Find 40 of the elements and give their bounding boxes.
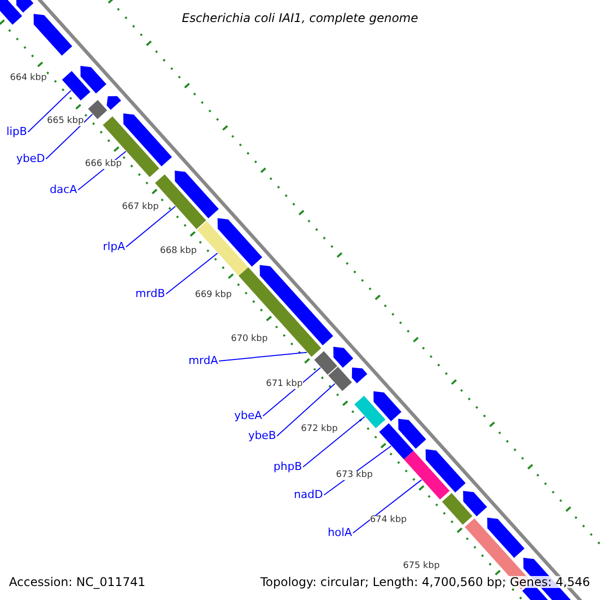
leader-line [352, 479, 422, 534]
position-label: 674 kbp [370, 516, 407, 525]
gene-bar [88, 100, 108, 120]
gene-label: ybeB [248, 430, 276, 441]
leader-line [46, 114, 93, 160]
position-label: 664 kbp [10, 74, 47, 83]
gene-bar [354, 396, 386, 428]
gene-label: holA [328, 527, 352, 538]
gene-label: ybeD [16, 153, 45, 164]
gene-bar [379, 423, 414, 460]
gene-label: mrdB [135, 288, 165, 299]
leader-line [302, 416, 366, 468]
position-label: 672 kbp [301, 425, 338, 434]
position-label: 669 kbp [195, 291, 232, 300]
position-label: 671 kbp [266, 380, 303, 389]
gene-label: ybeA [234, 410, 262, 421]
gene-label: rlpA [102, 241, 125, 252]
position-label: 673 kbp [336, 471, 373, 480]
gene-label: nadD [294, 489, 323, 500]
leader-line [28, 90, 72, 132]
leader-line [262, 367, 322, 416]
position-label: 668 kbp [160, 247, 197, 256]
position-label: 675 kbp [403, 562, 440, 571]
leader-line [218, 352, 308, 362]
gene-label: phpB [274, 461, 302, 472]
accession-text: Accession: NC_011741 [9, 576, 146, 588]
position-label: 667 kbp [122, 203, 159, 212]
gene-label: lipB [6, 126, 27, 137]
position-label: 665 kbp [47, 117, 84, 126]
leader-line [166, 252, 218, 294]
leader-line [276, 383, 336, 436]
gene-bar [314, 351, 338, 375]
position-label: 666 kbp [85, 160, 122, 169]
gene-label: mrdA [188, 355, 218, 366]
gene-label: dacA [50, 184, 77, 195]
leader-line [126, 206, 176, 248]
genome-summary-text: Topology: circular; Length: 4,700,560 bp; Genes: 4,546 [260, 576, 590, 588]
diagram-title: Escherichia coli IAI1, complete genome [180, 12, 420, 24]
gene-bar [328, 366, 352, 392]
position-label: 670 kbp [231, 335, 268, 344]
